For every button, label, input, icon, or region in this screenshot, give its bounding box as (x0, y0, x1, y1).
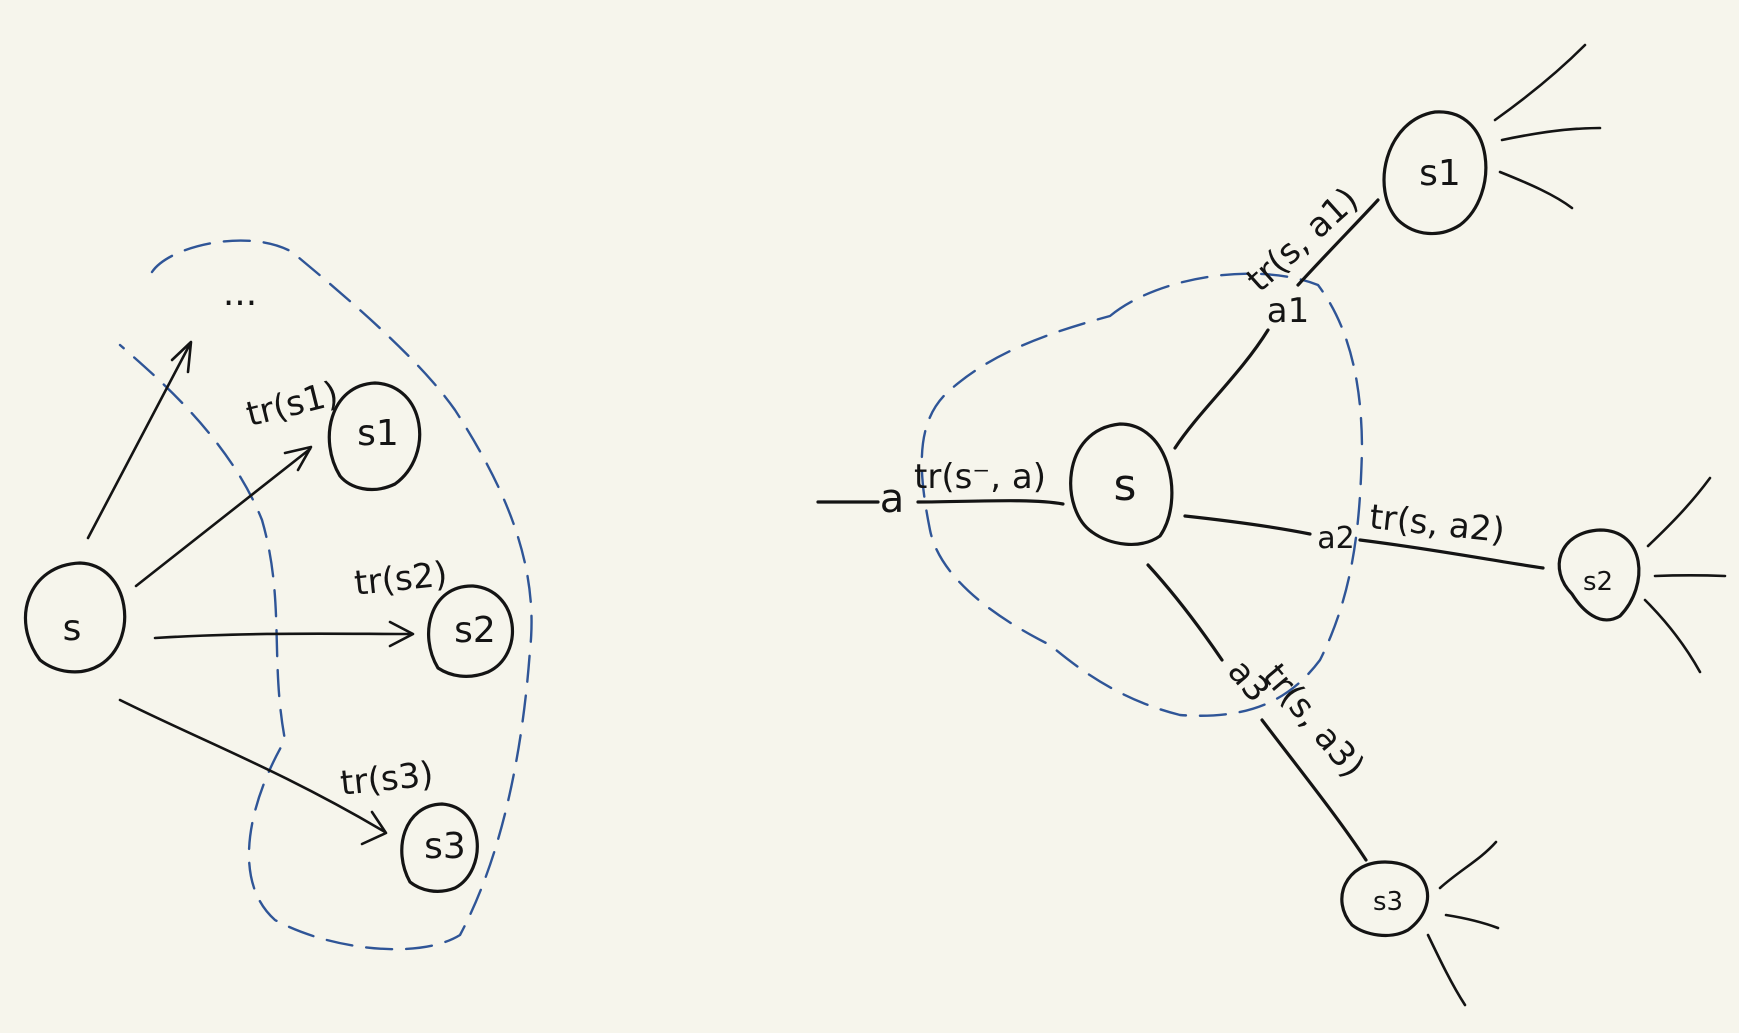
left-arrowhead-s2 (388, 620, 415, 648)
right-edge-to-s3 (1146, 563, 1368, 862)
right-edge-incoming (816, 499, 1065, 506)
left-node-s3-label: s3 (424, 826, 466, 867)
left-node-s1-circle (327, 381, 422, 492)
right-s3-branch-2 (1444, 913, 1500, 930)
left-edge-to-s1 (134, 447, 312, 588)
right-node-s2-circle (1557, 528, 1641, 622)
right-s3-branch-3 (1426, 933, 1467, 1007)
left-arrowhead-s3 (360, 810, 388, 846)
right-s1-branch-2 (1500, 126, 1602, 142)
left-edge-to-s2 (153, 632, 414, 640)
left-edge-to-ellipsis (86, 342, 192, 540)
left-node-s2-circle (427, 584, 514, 678)
right-edge-to-s1 (1173, 198, 1380, 450)
right-action-a1: a1 (1267, 291, 1309, 331)
left-node-s2-label: s2 (454, 610, 496, 651)
right-node-s1-label: s1 (1419, 153, 1461, 194)
right-edge-to-s2 (1183, 514, 1545, 570)
right-node-s1-circle (1382, 110, 1488, 236)
left-node-s3-circle (400, 802, 479, 893)
left-label-tr-s3: tr(s3) (338, 754, 435, 804)
right-node-s-circle (1069, 422, 1174, 546)
right-s3-branch-1 (1438, 840, 1498, 890)
right-node-s2-label: s2 (1583, 567, 1613, 597)
right-label-tr-a3: tr(s, a3) (1255, 656, 1373, 786)
right-node-s3-circle (1340, 860, 1430, 938)
left-label-tr-s2: tr(s2) (352, 554, 449, 604)
left-arrowhead-s1 (283, 445, 313, 472)
right-action-a: a (880, 476, 905, 522)
left-label-tr-s1: tr(s1) (242, 374, 342, 435)
right-action-a2: a2 (1317, 521, 1354, 556)
right-s2-branch-3 (1643, 598, 1702, 674)
left-arrowhead-ellipsis (170, 340, 193, 374)
left-node-s-label: s (63, 608, 82, 649)
right-state-boundary (920, 272, 1364, 717)
left-node-s-circle (23, 561, 127, 674)
left-successor-boundary (118, 239, 533, 951)
right-label-tr-prev: tr(s⁻, a) (914, 457, 1046, 497)
left-ellipsis: ... (223, 273, 257, 314)
right-s1-branch-3 (1498, 170, 1574, 210)
left-node-s1-label: s1 (357, 413, 399, 454)
right-s2-branch-1 (1646, 476, 1712, 548)
right-s1-branch-1 (1493, 43, 1587, 122)
left-edge-to-s3 (118, 698, 387, 834)
right-node-s-label: s (1114, 460, 1137, 511)
right-node-s3-label: s3 (1373, 887, 1403, 917)
right-s2-branch-2 (1653, 573, 1727, 578)
